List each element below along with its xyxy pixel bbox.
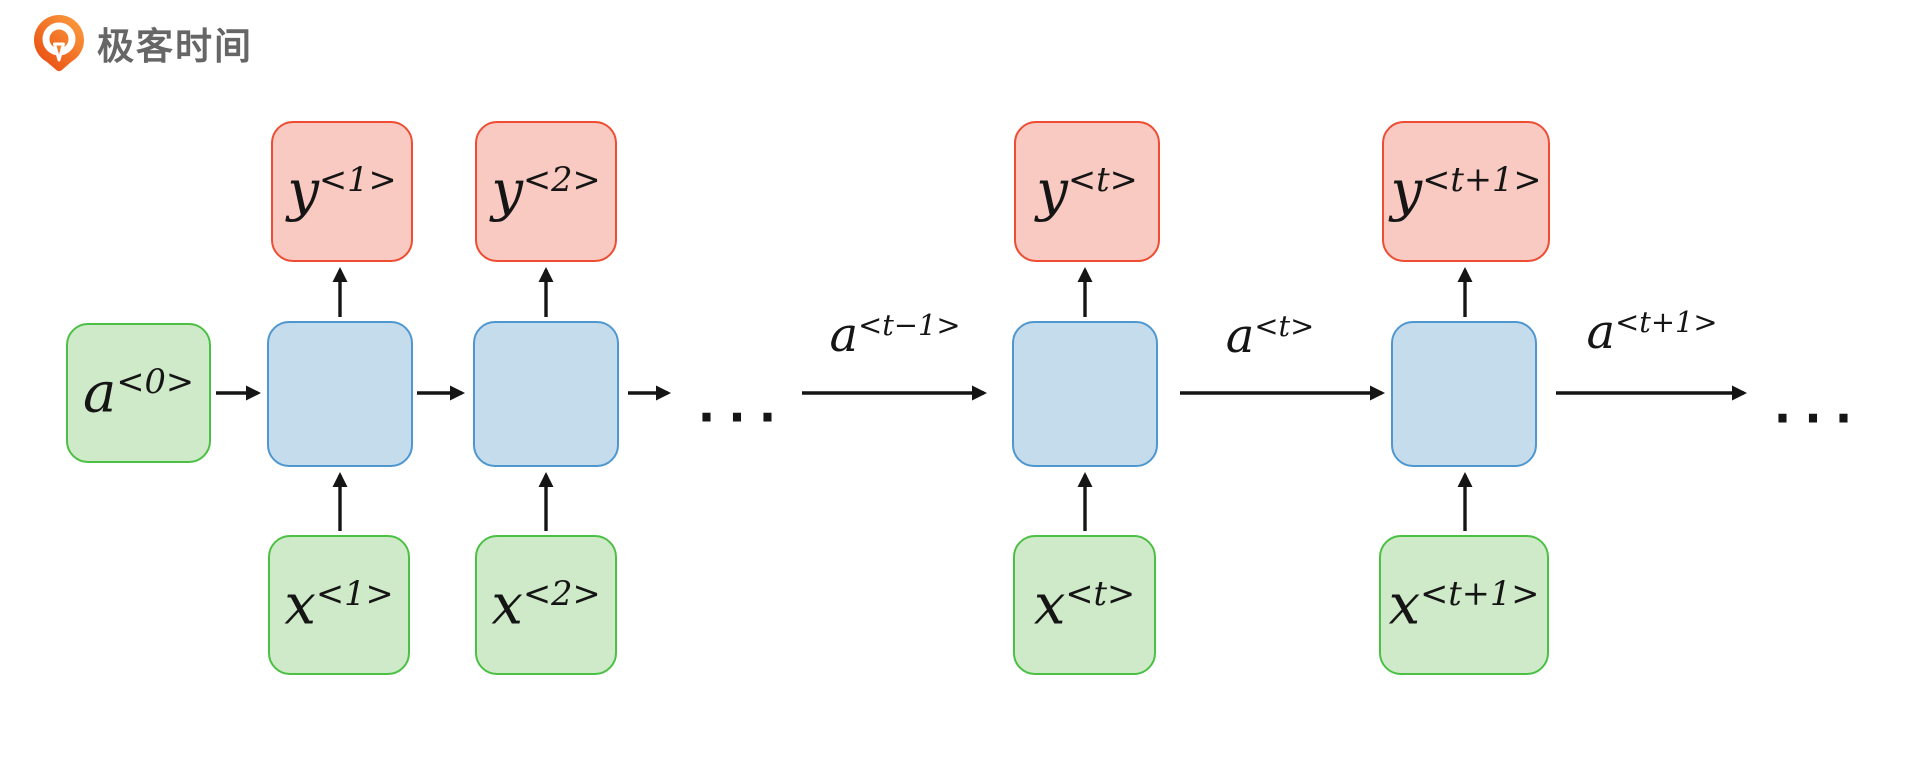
label-sup: <0> (116, 361, 195, 401)
label-sup: <2> (522, 573, 601, 613)
node-xt1-label: x<t+1> (1389, 573, 1540, 633)
node-x1-label: x<1> (284, 573, 394, 633)
node-yt: y<t> (1014, 121, 1160, 262)
label-sup: <t> (1067, 160, 1138, 200)
node-x2: x<2> (475, 535, 617, 675)
node-hidden-2 (473, 321, 619, 467)
geektime-pin-icon (34, 15, 84, 72)
node-x2-label: x<2> (491, 573, 601, 633)
node-hidden-t1 (1391, 321, 1537, 467)
label-base: x (1033, 572, 1066, 638)
label-base: x (1388, 572, 1421, 638)
label-base: x (284, 572, 316, 638)
label-sup: <t> (1254, 309, 1315, 344)
label-sup: <1> (315, 573, 394, 613)
node-a0: a<0> (66, 323, 211, 463)
node-yt1-label: y<t+1> (1391, 163, 1542, 219)
label-sup: <t+1> (1420, 573, 1540, 613)
label-base: y (491, 158, 523, 224)
node-y1-label: y<1> (287, 163, 396, 219)
arrow-label-a-t-plus-1: a<t+1> (1587, 308, 1718, 356)
label-base: y (1390, 158, 1423, 224)
arrow-label-a-t: a<t> (1226, 312, 1314, 360)
node-xt1: x<t+1> (1379, 535, 1549, 675)
ellipsis-end: ··· (1773, 391, 1866, 445)
label-sup: <t+1> (1422, 160, 1542, 200)
label-base: a (829, 307, 859, 363)
label-base: a (1586, 304, 1616, 360)
label-base: y (287, 158, 319, 224)
node-y2: y<2> (475, 121, 617, 262)
node-hidden-t (1012, 321, 1158, 467)
label-base: a (82, 360, 117, 426)
node-hidden-1 (267, 321, 413, 467)
arrow-label-a-t-minus-1: a<t−1> (830, 311, 961, 359)
node-y1: y<1> (271, 121, 413, 262)
node-y2-label: y<2> (491, 163, 600, 219)
label-sup: <t−1> (858, 308, 961, 343)
label-sup: <t> (1065, 573, 1136, 613)
label-base: y (1036, 158, 1068, 224)
node-xt-label: x<t> (1034, 573, 1136, 633)
label-sup: <2> (523, 160, 601, 200)
node-xt: x<t> (1013, 535, 1156, 675)
label-sup: <1> (319, 160, 397, 200)
label-base: x (491, 572, 523, 638)
label-sup: <t+1> (1615, 305, 1718, 340)
ellipsis-middle: ··· (697, 390, 790, 444)
node-yt1: y<t+1> (1382, 121, 1550, 262)
label-base: a (1225, 308, 1255, 364)
logo-text: 极客时间 (97, 25, 253, 68)
logo: 极客时间 (33, 14, 253, 72)
node-yt-label: y<t> (1036, 163, 1137, 219)
node-x1: x<1> (268, 535, 410, 675)
node-a0-label: a<0> (83, 361, 195, 421)
